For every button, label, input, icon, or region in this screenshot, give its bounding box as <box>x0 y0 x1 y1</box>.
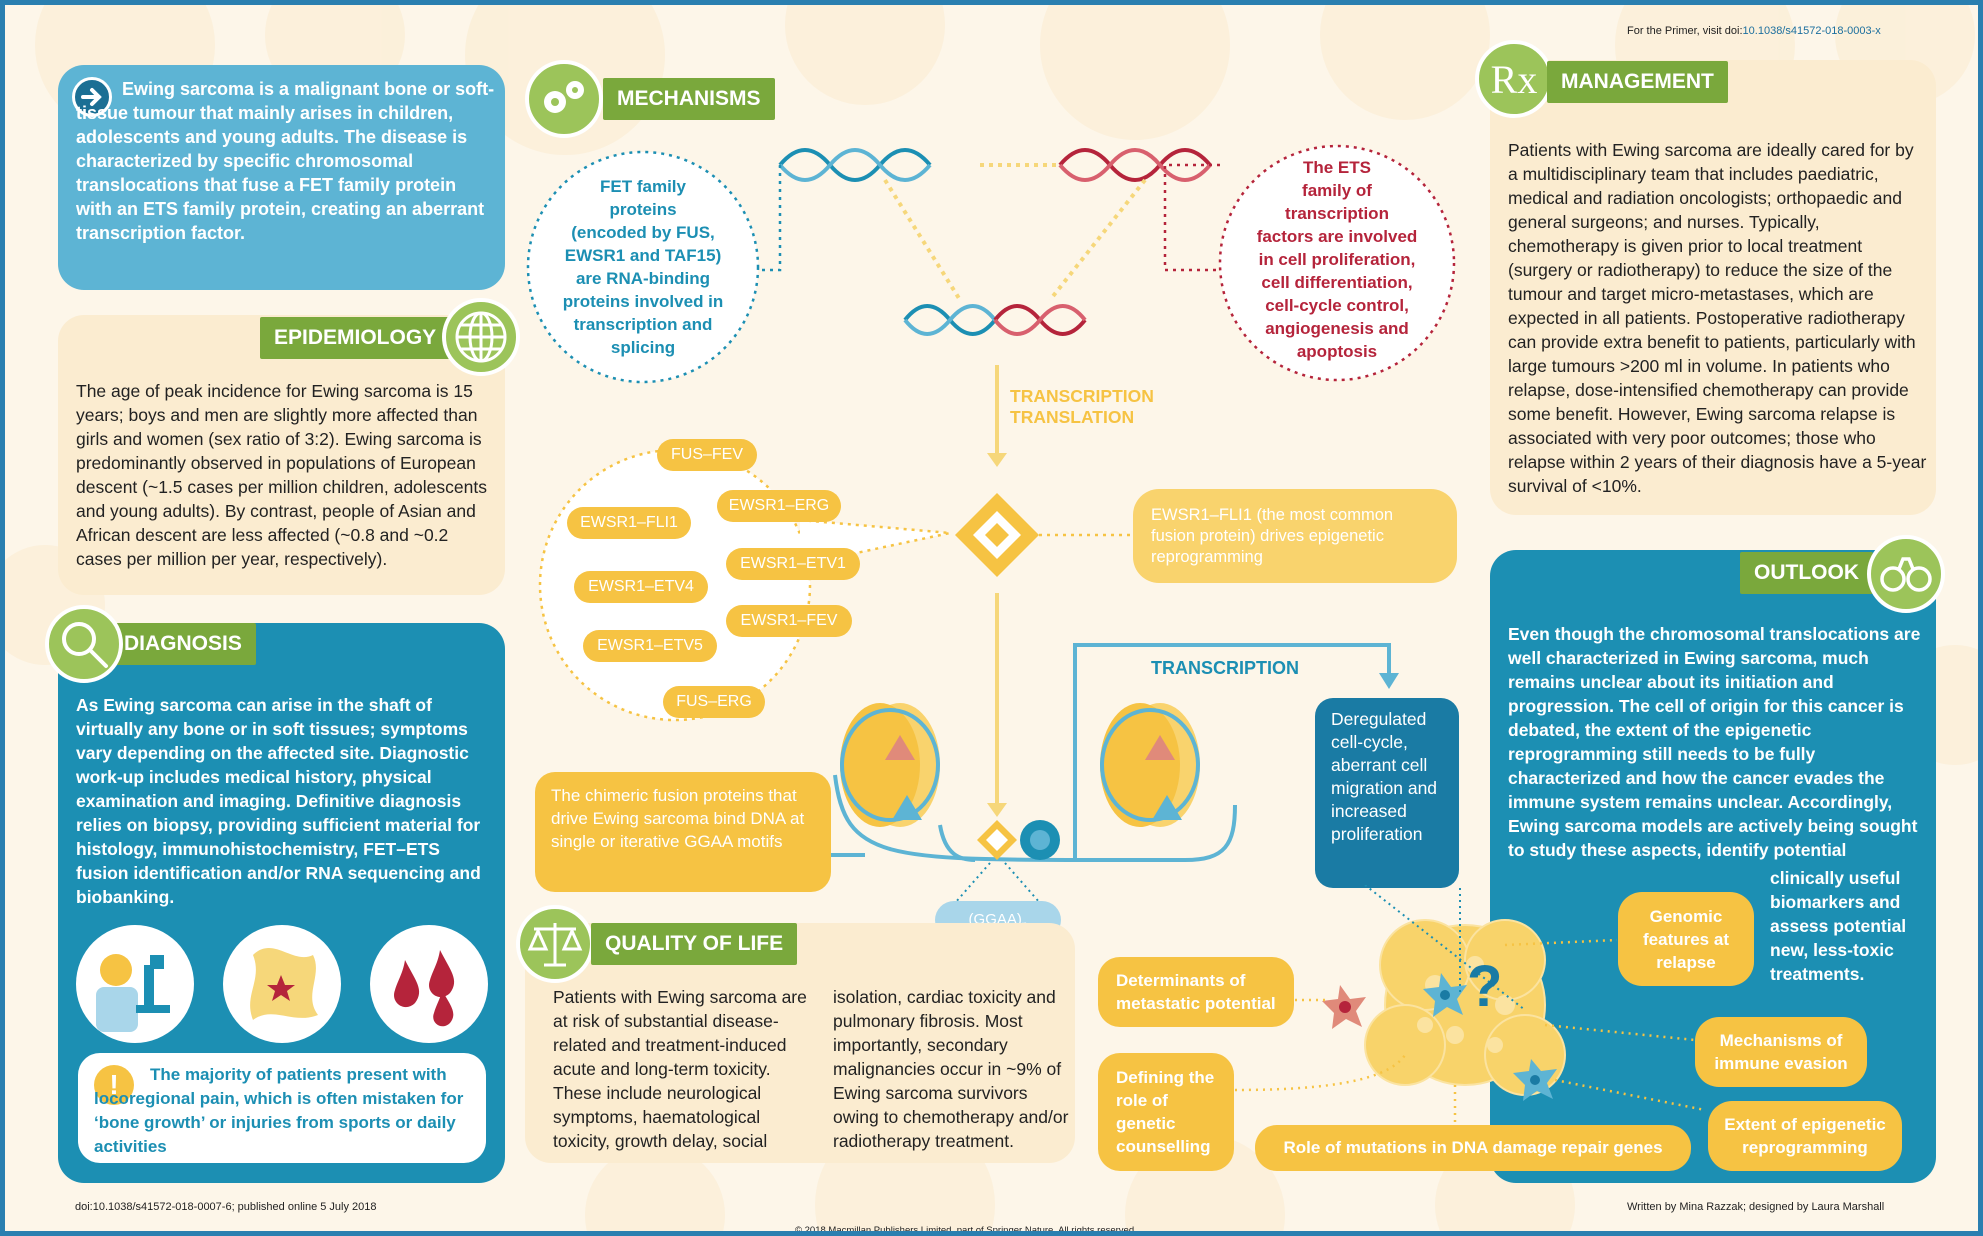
metastatic-bubble: Determinants of metastatic potential <box>1098 957 1294 1027</box>
question-mark-icon: ? <box>1467 954 1503 1019</box>
fet-line: splicing <box>610 338 676 357</box>
immune-evasion-bubble: Mechanisms of immune evasion <box>1695 1017 1867 1087</box>
footer-copyright: © 2018 Macmillan Publishers Limited, par… <box>795 1225 1137 1236</box>
scales-icon <box>516 905 594 983</box>
quality-of-life-title: QUALITY OF LIFE <box>591 923 798 965</box>
mechanisms-title: MECHANISMS <box>603 78 775 120</box>
epidemiology-card: The age of peak incidence for Ewing sarc… <box>58 315 505 595</box>
bone-tissue-illustration <box>223 925 341 1043</box>
outlook-title: OUTLOOK <box>1740 552 1873 594</box>
fet-family-text: FET family proteins (encoded by FUS, EWS… <box>550 175 736 359</box>
rx-icon-text: Rx <box>1490 56 1538 102</box>
intro-card: Ewing sarcoma is a malignant bone or sof… <box>58 65 505 290</box>
arrow-right-icon <box>72 77 112 117</box>
qol-text-col2: isolation, cardiac toxicity and pulmonar… <box>833 987 1069 1151</box>
transcription-label: TRANSCRIPTION <box>1010 386 1154 406</box>
fusion-pill: EWSR1–ETV1 <box>726 548 860 580</box>
transcription-arrow-label: TRANSCRIPTION <box>1151 658 1299 678</box>
ets-line: in cell proliferation, <box>1258 250 1416 269</box>
fet-line: proteins <box>609 200 677 219</box>
microscope-illustration <box>76 925 194 1043</box>
deregulated-box: Deregulated cell-cycle, aberrant cell mi… <box>1315 698 1459 888</box>
nucleosome-right <box>1100 703 1200 827</box>
rx-icon: Rx <box>1475 40 1553 118</box>
outlook-text-tail: clinically useful biomarkers and assess … <box>1770 868 1907 984</box>
footer-credits: Written by Mina Razzak; designed by Laur… <box>1627 1201 1885 1213</box>
translation-label: TRANSLATION <box>1010 407 1135 427</box>
genomic-bubble: Genomic features at relapse <box>1618 892 1754 986</box>
quality-of-life-card: Patients with Ewing sarcoma are at risk … <box>525 923 1075 1163</box>
fli1-note: EWSR1–FLI1 (the most common fusion prote… <box>1133 489 1457 583</box>
transcription-translation-label: TRANSCRIPTION TRANSLATION <box>1010 386 1154 428</box>
ets-line: The ETS <box>1302 158 1371 177</box>
diagnosis-text: As Ewing sarcoma can arise in the shaft … <box>76 695 481 907</box>
primer-link[interactable]: For the Primer, visit doi:10.1038/s41572… <box>1627 25 1881 37</box>
diagnosis-alert-text: The majority of patients present with lo… <box>94 1065 464 1156</box>
intro-text: Ewing sarcoma is a malignant bone or sof… <box>76 79 495 243</box>
chimeric-note: The chimeric fusion proteins that drive … <box>535 772 831 892</box>
magnifier-icon <box>45 605 123 683</box>
epidemiology-title: EPIDEMIOLOGY <box>260 317 451 359</box>
fusion-pill: EWSR1–FLI1 <box>567 507 691 539</box>
outlook-text: Even though the chromosomal translocatio… <box>1508 624 1921 860</box>
ets-line: cell-cycle control, <box>1265 296 1409 315</box>
diagnosis-card: As Ewing sarcoma can arise in the shaft … <box>58 623 505 1183</box>
diagnosis-alert: ! The majority of patients present with … <box>78 1053 486 1163</box>
genetic-counselling-bubble: Defining the role of genetic counselling <box>1098 1053 1234 1171</box>
fet-line: EWSR1 and TAF15) <box>564 246 722 265</box>
epidemiology-text: The age of peak incidence for Ewing sarc… <box>76 381 487 569</box>
globe-icon <box>442 298 520 376</box>
qol-text-col1: Patients with Ewing sarcoma are at risk … <box>553 987 807 1151</box>
gears-icon <box>525 60 603 138</box>
ets-line: family of <box>1302 181 1372 200</box>
tumour-cluster-diagram <box>1234 885 1705 1125</box>
ets-line: cell differentiation, <box>1261 273 1413 292</box>
ets-family-text: The ETS family of transcription factors … <box>1237 156 1437 363</box>
diagnosis-title: DIAGNOSIS <box>110 623 256 665</box>
fusion-pill: EWSR1–ETV4 <box>574 571 708 603</box>
fet-line: FET family <box>600 177 686 196</box>
fet-line: (encoded by FUS, <box>571 223 715 242</box>
primer-prefix: For the Primer, visit doi: <box>1627 25 1743 37</box>
fusion-pill: EWSR1–ETV5 <box>583 630 717 662</box>
ets-line: factors are involved <box>1256 227 1418 246</box>
exclamation-icon: ! <box>94 1065 134 1105</box>
management-card: Patients with Ewing sarcoma are ideally … <box>1490 60 1936 515</box>
fet-line: proteins involved in <box>562 292 724 311</box>
ets-line: apoptosis <box>1296 342 1378 361</box>
fusion-pill: FUS–FEV <box>657 439 757 471</box>
blood-drops-illustration <box>370 925 488 1043</box>
binoculars-icon <box>1867 535 1945 613</box>
footer-doi: doi:10.1038/s41572-018-0007-6; published… <box>75 1201 377 1213</box>
fusion-pill: EWSR1–FEV <box>726 605 852 637</box>
nucleosome-left <box>840 703 940 827</box>
management-text: Patients with Ewing sarcoma are ideally … <box>1508 140 1927 496</box>
ets-line: angiogenesis and <box>1265 319 1409 338</box>
fusion-pill: EWSR1–ERG <box>717 490 841 522</box>
fet-line: transcription and <box>573 315 713 334</box>
primer-doi[interactable]: 10.1038/s41572-018-0003-x <box>1742 25 1881 37</box>
epigenetic-bubble: Extent of epigenetic reprogramming <box>1708 1101 1902 1171</box>
fet-line: are RNA-binding <box>575 269 711 288</box>
fusion-pill: FUS–ERG <box>663 686 765 718</box>
management-title: MANAGEMENT <box>1547 61 1728 103</box>
ets-line: transcription <box>1285 204 1389 223</box>
dna-repair-bubble: Role of mutations in DNA damage repair g… <box>1255 1125 1691 1171</box>
